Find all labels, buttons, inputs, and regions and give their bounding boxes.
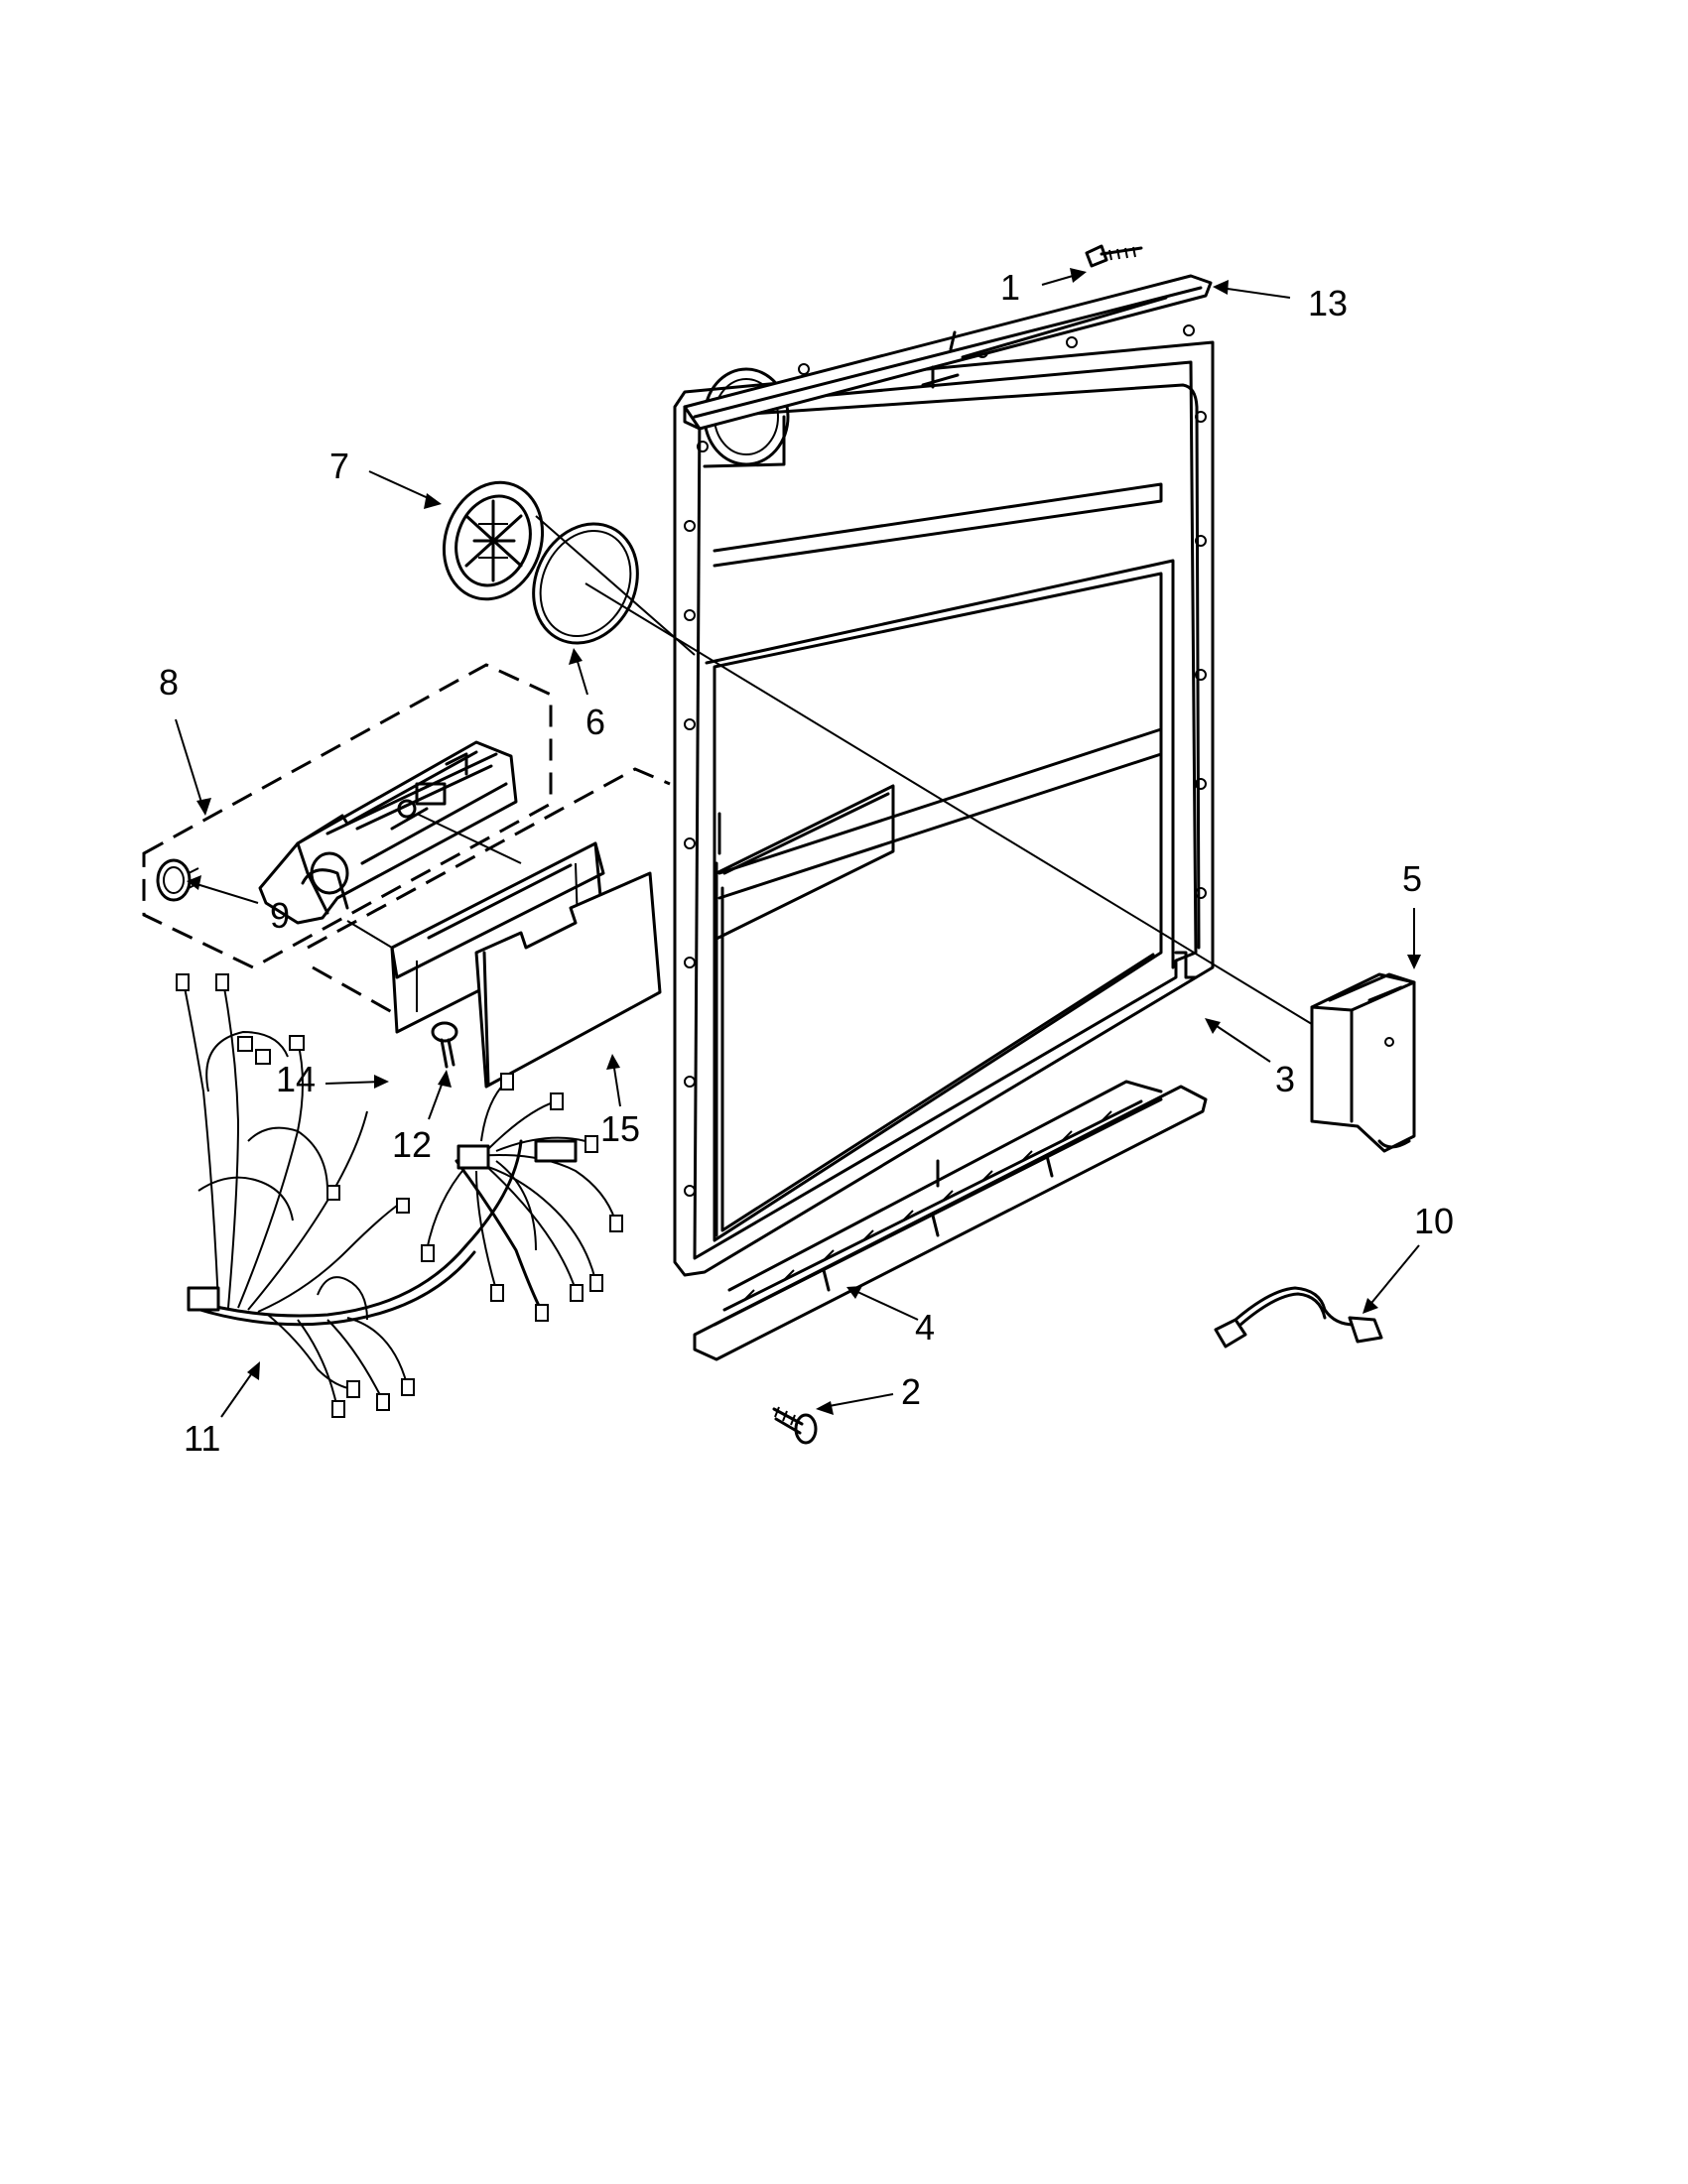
callout-15: 15 (600, 1108, 640, 1149)
alignment-line (535, 515, 696, 656)
dispenser-assembly-part-8 (142, 663, 553, 969)
callout-11: 11 (184, 1418, 220, 1459)
screw-part-2 (772, 1406, 818, 1445)
gasket-part-6 (532, 522, 639, 645)
bottom-rail-part-4 (693, 1080, 1208, 1361)
callout-12: 12 (392, 1124, 432, 1165)
vent-part-7 (442, 480, 545, 601)
callout-13: 13 (1308, 283, 1348, 323)
vent-duct-part-5 (1310, 972, 1416, 1153)
callout-8: 8 (159, 662, 179, 703)
alignment-line (416, 813, 522, 864)
alignment-line (346, 920, 393, 949)
callout-14: 14 (276, 1059, 316, 1099)
callout-6: 6 (585, 702, 605, 742)
wiring-harness-part-11 (176, 973, 623, 1418)
callout-1: 1 (1000, 267, 1020, 308)
board-cover-part-15 (474, 871, 662, 1089)
callout-10: 10 (1414, 1201, 1454, 1241)
callout-7: 7 (329, 446, 349, 486)
callout-4: 4 (915, 1307, 935, 1348)
circuit-board-part-14 (390, 841, 605, 1034)
projection-line (312, 965, 393, 1014)
alignment-line (584, 582, 1326, 1033)
screw-part-12 (431, 1021, 458, 1069)
callout-9: 9 (270, 895, 290, 936)
wire-jumper-part-10 (1214, 1286, 1383, 1349)
callout-2: 2 (901, 1371, 921, 1412)
callout-5: 5 (1402, 858, 1422, 899)
top-trim-strip (683, 274, 1213, 431)
inner-door-panel (673, 324, 1215, 1277)
projection-line (307, 767, 671, 950)
leader-arrows (175, 268, 1421, 1418)
screw-part-1 (1085, 244, 1143, 268)
callout-3: 3 (1275, 1059, 1295, 1099)
